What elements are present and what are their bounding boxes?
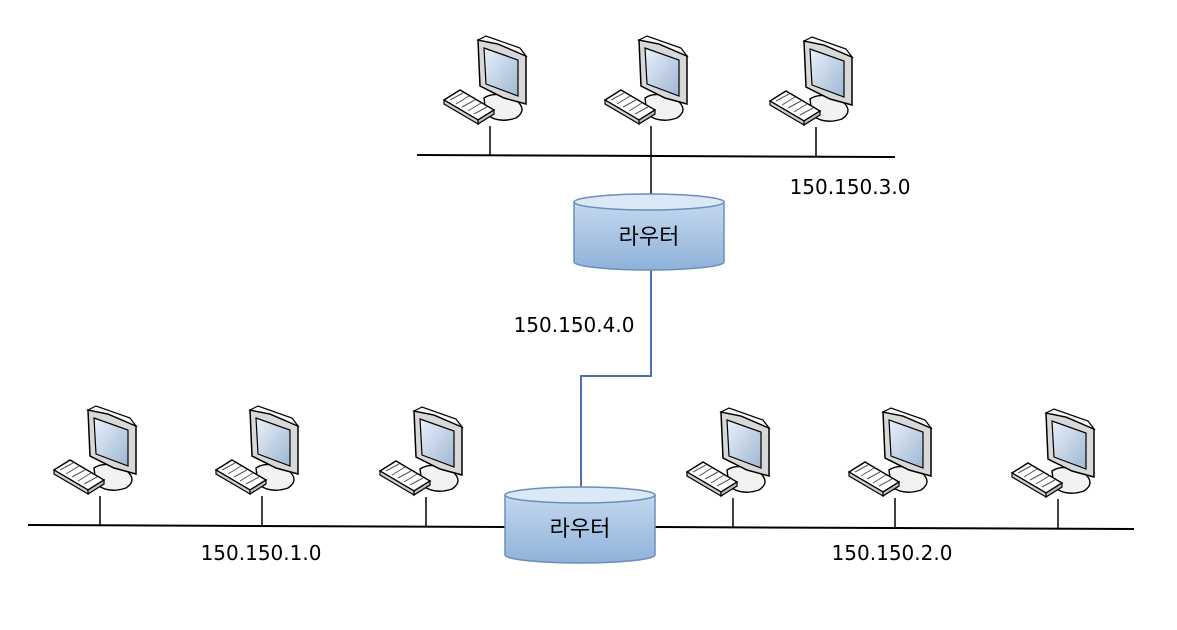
network-label-right: 150.150.2.0 (832, 541, 953, 565)
network-label-left: 150.150.1.0 (201, 541, 322, 565)
computer-icon (379, 406, 463, 528)
router-label: 라우터 (550, 517, 611, 542)
computer-icon (848, 407, 932, 529)
router-icon: 라우터 (504, 486, 656, 564)
computer-icon (769, 36, 853, 158)
network-label-link: 150.150.4.0 (514, 313, 635, 337)
computer-icon (686, 407, 770, 529)
computer-icon (604, 35, 688, 157)
computer-icon (443, 35, 527, 157)
network-label-top: 150.150.3.0 (790, 175, 911, 199)
router-icon: 라우터 (573, 193, 725, 271)
router-link-cable (580, 270, 652, 487)
computer-icon (215, 405, 299, 527)
router-label: 라우터 (619, 225, 680, 250)
computer-icon (53, 405, 137, 527)
computer-icon (1011, 408, 1095, 530)
lan-cable-top (416, 154, 896, 158)
